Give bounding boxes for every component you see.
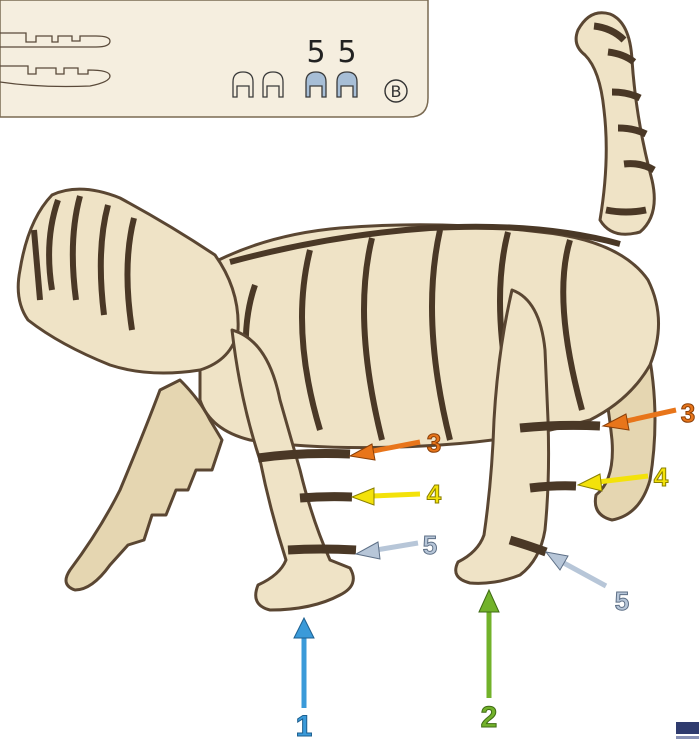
callout-label-rear-3: 3 — [681, 398, 695, 428]
front-ring-5-band — [288, 549, 356, 550]
callout-label-rear-4: 4 — [654, 462, 669, 492]
callout-label-front-3: 3 — [427, 428, 441, 458]
callout-label-1: 1 — [296, 710, 313, 743]
part-number-b: 5 — [337, 35, 356, 70]
sheet-letter: B — [391, 82, 402, 101]
callout-front-ring-4: 4 — [352, 479, 442, 509]
callout-label-rear-5: 5 — [615, 586, 629, 616]
parts-sheet: 5 5 B — [0, 0, 428, 117]
callout-label-front-5: 5 — [423, 530, 437, 560]
callout-front-ring-5: 5 — [356, 530, 437, 560]
callout-rear-ring-5: 5 — [546, 552, 629, 616]
front-ring-4-band — [300, 497, 352, 498]
callout-leg-front: 1 — [294, 618, 314, 743]
corner-tab — [676, 722, 699, 739]
callout-leg-rear: 2 — [479, 590, 499, 734]
callout-label-2: 2 — [481, 701, 498, 734]
cat-tail — [576, 13, 654, 235]
front-ring-3-band — [258, 454, 350, 459]
parts-sheet-panel — [0, 0, 428, 117]
part-number-a: 5 — [306, 35, 325, 70]
back-front-leg — [66, 380, 222, 590]
rear-ring-3-band — [520, 425, 600, 428]
rear-ring-4-band — [530, 486, 576, 488]
callout-label-front-4: 4 — [427, 479, 442, 509]
